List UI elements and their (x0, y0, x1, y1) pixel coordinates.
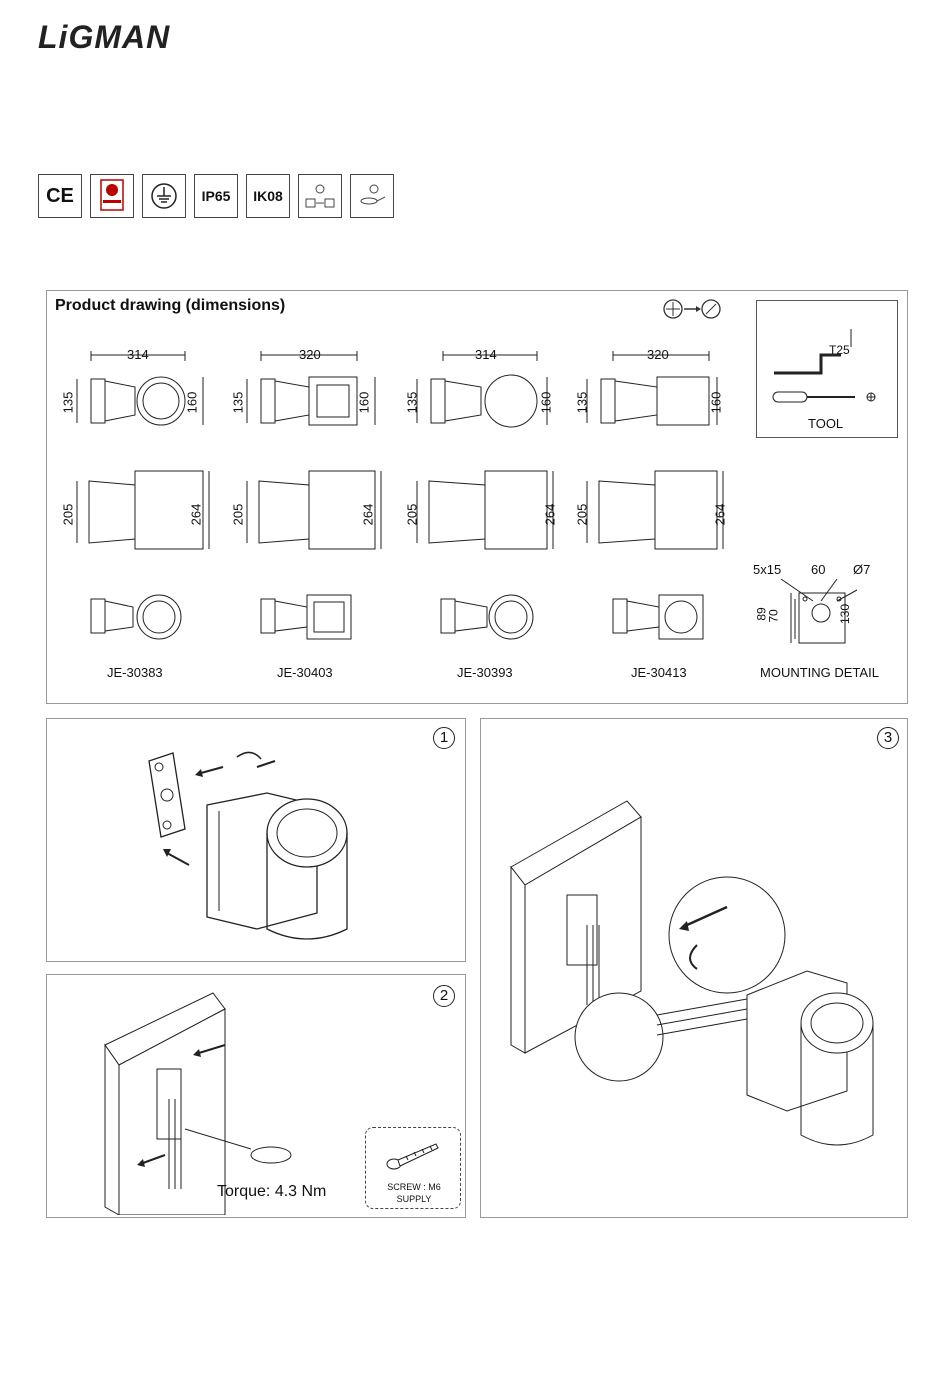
model-1-total-h: 264 (188, 504, 203, 526)
model-1-body-h: 135 (60, 392, 75, 414)
model-top-view-4 (579, 351, 729, 437)
model-1-body-len: 205 (60, 504, 75, 526)
tool-box: T25 TOOL (756, 300, 898, 438)
model-3-width: 314 (475, 347, 497, 362)
step-2-illustration (101, 979, 311, 1215)
step-3-panel: 3 (480, 718, 908, 1218)
ground-symbol-icon (142, 174, 186, 218)
model-4-width: 320 (647, 347, 669, 362)
model-2-body-h: 135 (230, 392, 245, 414)
model-2-total-h: 264 (360, 504, 375, 526)
model-4-body-h: 135 (574, 392, 589, 414)
model-2-code: JE-30403 (277, 665, 333, 680)
step-2-panel: 2 Torque: 4.3 Nm SCREW : M6 SUPPLY (46, 974, 466, 1218)
model-front-view-1 (87, 589, 197, 645)
mounting-screws: 5x15 (753, 562, 781, 577)
control-icon-1 (298, 174, 342, 218)
quality-mark-icon (90, 174, 134, 218)
model-1-code: JE-30383 (107, 665, 163, 680)
ip-rating-badge: IP65 (194, 174, 238, 218)
model-2-head-h: 160 (356, 392, 371, 414)
model-3-head-h: 160 (538, 392, 553, 414)
tool-label: TOOL (808, 416, 843, 431)
model-front-view-4 (609, 589, 719, 645)
model-side-view-4 (579, 467, 729, 553)
rotate-indicator-icon (661, 297, 725, 321)
model-front-view-3 (437, 589, 547, 645)
product-drawing-title: Product drawing (dimensions) (55, 297, 285, 315)
screw-supply: SUPPLY (366, 1194, 462, 1204)
svg-text:LiGMAN: LiGMAN (38, 19, 170, 54)
model-3-code: JE-30393 (457, 665, 513, 680)
model-3-total-h: 264 (542, 504, 557, 526)
model-3-body-len: 205 (404, 504, 419, 526)
model-4-head-h: 160 (708, 392, 723, 414)
step-3-number: 3 (877, 727, 899, 749)
model-2-body-len: 205 (230, 504, 245, 526)
model-side-view-3 (409, 467, 559, 553)
model-top-view-3 (409, 351, 559, 437)
step-2-number: 2 (433, 985, 455, 1007)
step-1-number: 1 (433, 727, 455, 749)
model-3-body-h: 135 (404, 392, 419, 414)
model-1-head-h: 160 (184, 392, 199, 414)
control-icon-2 (350, 174, 394, 218)
ik-rating-badge: IK08 (246, 174, 290, 218)
hex-key-size: T25 (829, 343, 850, 357)
step-3-illustration (507, 795, 877, 1165)
product-drawing-panel: Product drawing (dimensions) T25 TOOL (46, 290, 908, 704)
ce-mark-icon: CE (38, 174, 82, 218)
model-2-width: 320 (299, 347, 321, 362)
model-4-code: JE-30413 (631, 665, 687, 680)
mounting-spacing: 60 (811, 562, 825, 577)
mounting-h3: 130 (838, 604, 852, 624)
screw-icon (384, 1138, 444, 1172)
model-1-width: 314 (127, 347, 149, 362)
step-1-panel: 1 (46, 718, 466, 962)
mounting-h2: 70 (767, 609, 781, 622)
screw-spec: SCREW : M6 (366, 1182, 462, 1192)
screwdriver-icon (771, 387, 891, 407)
torque-value: Torque: 4.3 Nm (217, 1183, 326, 1201)
model-4-body-len: 205 (574, 504, 589, 526)
ligman-logo: LiGMAN (38, 18, 238, 54)
model-front-view-2 (257, 589, 367, 645)
step-1-illustration (137, 733, 377, 955)
model-4-total-h: 264 (712, 504, 727, 526)
screw-supply-box: SCREW : M6 SUPPLY (365, 1127, 461, 1209)
mounting-label: MOUNTING DETAIL (760, 665, 879, 680)
mounting-hole: Ø7 (853, 562, 870, 577)
